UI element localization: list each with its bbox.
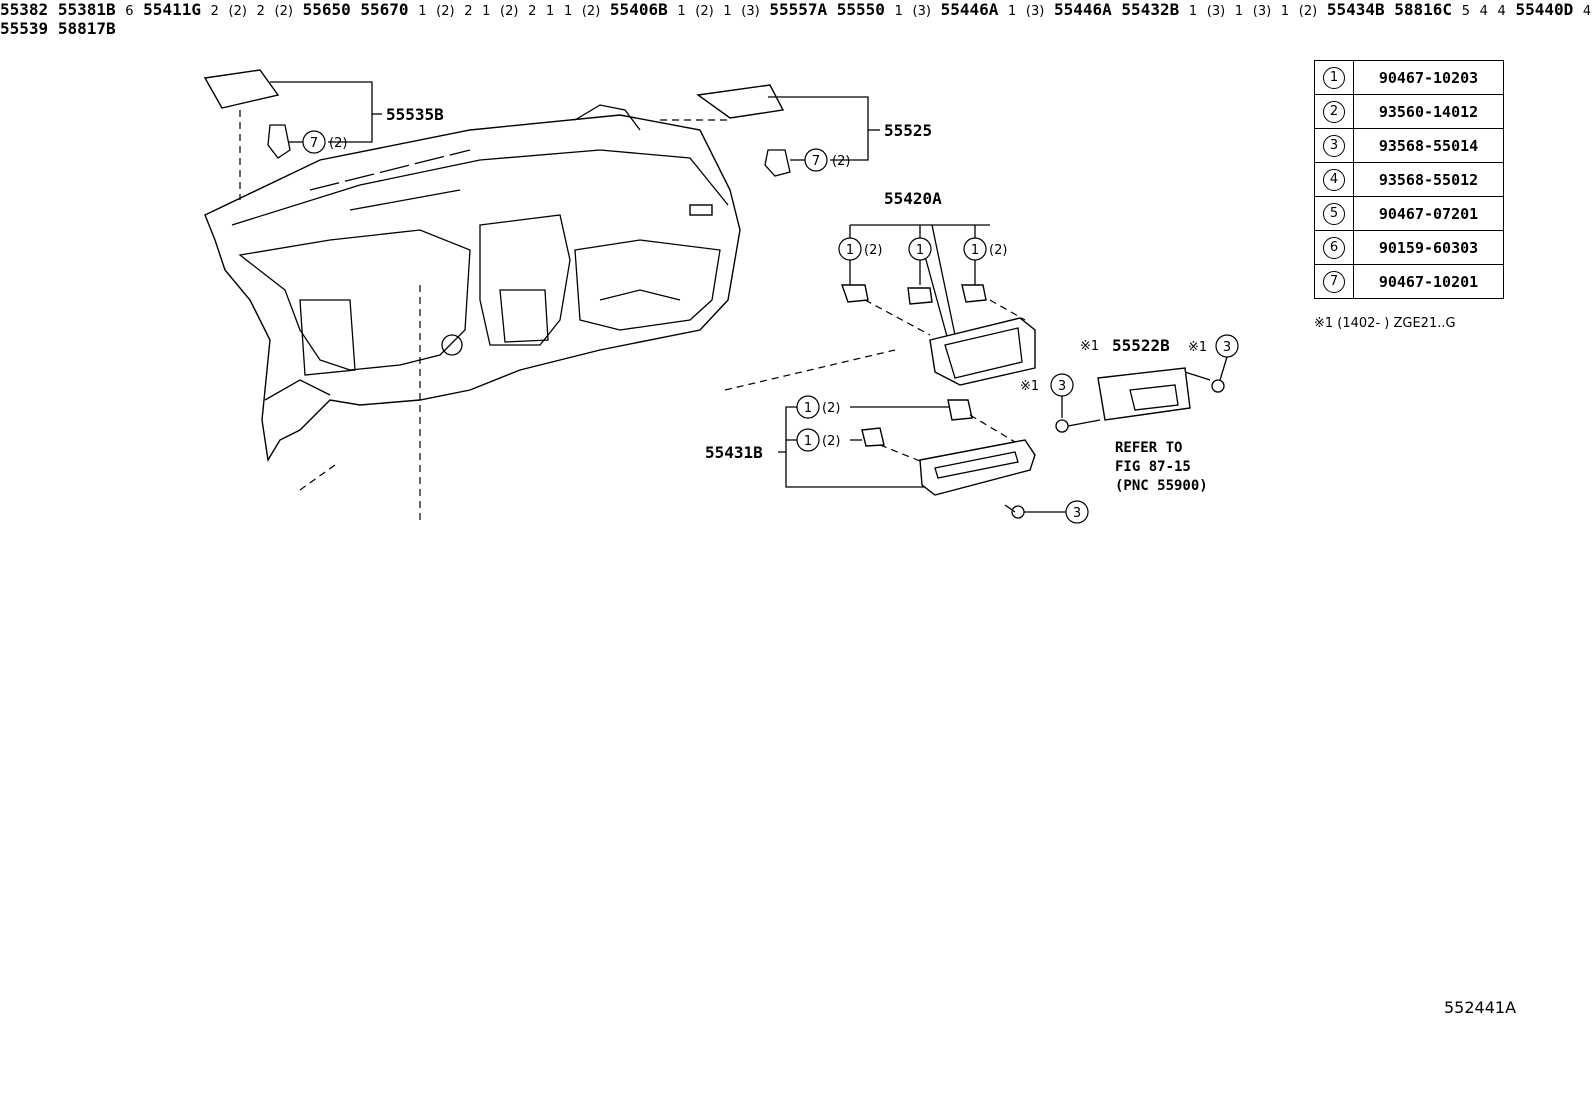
- part-55650: 55650: [302, 0, 351, 19]
- refer-line: REFER TO: [1115, 440, 1183, 456]
- part-55535B: 55535B: [386, 105, 444, 124]
- svg-text:3: 3: [1223, 340, 1231, 355]
- part-55440D: 55440D: [1515, 0, 1574, 19]
- mark-screw-left: ※1: [1020, 379, 1039, 394]
- legend-row: 3 93568-55014: [1314, 128, 1504, 163]
- svg-text:3: 3: [1058, 379, 1066, 394]
- display-unit-illustration: [1097, 367, 1211, 421]
- cluster-finish-panel-box: 55411G 2 (2) 2 (2) 55650 55670 1 (2) 2 1…: [0, 0, 1592, 1017]
- legend-part-number: 90467-10201: [1353, 264, 1504, 299]
- side-cover-right-illustration: [696, 84, 791, 177]
- svg-text:1: 1: [971, 243, 979, 258]
- mark-screw-right: ※1: [1188, 340, 1207, 355]
- part-58817B: 58817B: [57, 19, 116, 38]
- part-55550: 55550: [836, 0, 885, 19]
- qty-2-b: (2): [274, 4, 293, 19]
- legend-part-number: 90159-60303: [1353, 230, 1504, 265]
- legend-num-cell: 6: [1314, 230, 1354, 265]
- footnote: ※1 (1402- ) ZGE21..G: [1314, 316, 1456, 331]
- part-55539: 55539: [0, 19, 49, 38]
- legend-part-number: 90467-10203: [1353, 60, 1504, 95]
- qty-1-a: (2): [436, 4, 455, 19]
- part-55382: 55382: [0, 0, 49, 19]
- part-55446A-upper: 55446A: [940, 0, 999, 19]
- qty-55446A-1: (3): [912, 4, 931, 19]
- arrow-illustration: 1 (3) 55446A 55432B 1 (3) 1 (3) 1 (2) 55…: [0, 0, 1592, 1017]
- legend-row: 4 93568-55012: [1314, 162, 1504, 197]
- legend-circle-number: 7: [1323, 270, 1345, 293]
- qty-55432B-2: (3): [1252, 4, 1272, 19]
- instrument-panel-illustration: [204, 104, 741, 463]
- qty-1-b: (2): [500, 4, 519, 19]
- qty-55420A-1: (2): [864, 243, 882, 258]
- side-cover-left-illustration: [203, 69, 291, 159]
- part-55411G: 55411G: [143, 0, 201, 19]
- legend-circle-number: 1: [1323, 66, 1345, 89]
- legend-circle-number: 3: [1323, 134, 1345, 157]
- part-58816C: 58816C: [1394, 0, 1453, 19]
- legend-row: 5 90467-07201: [1314, 196, 1504, 231]
- legend-row: 2 93560-14012: [1314, 94, 1504, 129]
- part-55522B: 55522B: [1112, 336, 1170, 355]
- figure-code: 552441A: [1444, 998, 1517, 1017]
- qty-1-c: (2): [581, 4, 601, 19]
- svg-text:7: 7: [812, 154, 820, 169]
- qty-55431B-2: (2): [822, 434, 840, 449]
- svg-text:1: 1: [846, 243, 854, 258]
- switch-panel-illustration: [919, 439, 1036, 496]
- part-55525: 55525: [884, 121, 932, 140]
- legend-part-number: 93568-55012: [1353, 162, 1504, 197]
- qty-2-a: (2): [228, 4, 247, 19]
- legend-circle-number: 2: [1323, 100, 1345, 123]
- svg-text:7: 7: [310, 136, 318, 151]
- part-55432B: 55432B: [1121, 0, 1180, 19]
- fastener-legend-table: 1 90467-10203 2 93560-14012 3 93568-55014 4 935…: [1314, 60, 1504, 299]
- legend-num-cell: 1: [1314, 60, 1354, 95]
- qty-7-right: (2): [832, 154, 850, 169]
- legend-row: 6 90159-60303: [1314, 230, 1504, 265]
- display-bezel-illustration: [929, 317, 1036, 386]
- qty-55420A-3: (2): [989, 243, 1007, 258]
- svg-text:1: 1: [804, 401, 812, 416]
- svg-text:1: 1: [916, 243, 924, 258]
- part-55434B: 55434B: [1326, 0, 1385, 19]
- refer-line: (PNC 55900): [1115, 478, 1208, 494]
- legend-circle-number: 6: [1323, 236, 1345, 259]
- qty-55434B-1: (2): [1298, 4, 1318, 19]
- svg-text:3: 3: [1073, 506, 1081, 521]
- qty-55432B-1: (3): [1206, 4, 1226, 19]
- refer-note: REFER TO FIG 87-15 (PNC 55900): [1115, 439, 1208, 496]
- qty-55446A-2: (3): [1025, 4, 1045, 19]
- legend-num-cell: 3: [1314, 128, 1354, 163]
- qty-55406B-2: (3): [741, 4, 760, 19]
- part-55431B: 55431B: [705, 443, 763, 462]
- legend-part-number: 90467-07201: [1353, 196, 1504, 231]
- legend-num-cell: 4: [1314, 162, 1354, 197]
- mark-55522B: ※1: [1080, 339, 1099, 354]
- legend-row: 1 90467-10203: [1314, 60, 1504, 95]
- legend-row: 7 90467-10201: [1314, 264, 1504, 299]
- part-55670: 55670: [360, 0, 409, 19]
- legend-part-number: 93560-14012: [1353, 94, 1504, 129]
- part-55381B: 55381B: [57, 0, 116, 19]
- legend-num-cell: 7: [1314, 264, 1354, 299]
- refer-line: FIG 87-15: [1115, 459, 1191, 475]
- legend-circle-number: 5: [1323, 202, 1345, 225]
- svg-text:1: 1: [804, 434, 812, 449]
- legend-num-cell: 5: [1314, 196, 1354, 231]
- legend-num-cell: 2: [1314, 94, 1354, 129]
- part-55557A: 55557A: [769, 0, 828, 19]
- qty-7-left: (2): [329, 136, 347, 151]
- part-55446A-lower: 55446A: [1053, 0, 1112, 19]
- qty-55431B-1: (2): [822, 401, 840, 416]
- legend-circle-number: 4: [1323, 168, 1345, 191]
- qty-55406B-1: (2): [695, 4, 714, 19]
- part-55420A: 55420A: [884, 189, 942, 208]
- legend-part-number: 93568-55014: [1353, 128, 1504, 163]
- part-55406B: 55406B: [609, 0, 668, 19]
